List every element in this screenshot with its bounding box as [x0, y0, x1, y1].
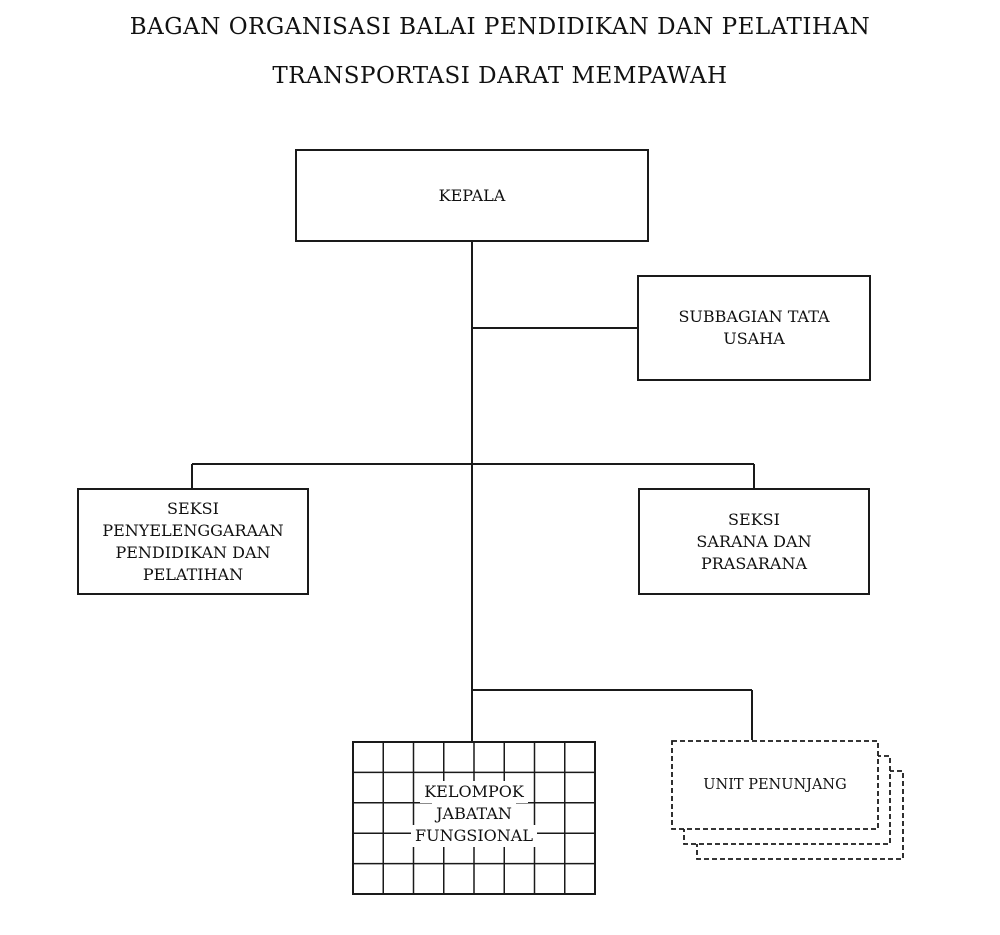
box-seksi-sarana: SEKSI SARANA DAN PRASARANA: [638, 488, 870, 595]
label-penyelenggaraan-3: PENDIDIKAN DAN: [115, 542, 271, 562]
chart-title-line-1: BAGAN ORGANISASI BALAI PENDIDIKAN DAN PE…: [129, 14, 871, 40]
box-kepala: KEPALA: [295, 149, 649, 242]
box-unit-penunjang: UNIT PENUNJANG: [672, 741, 878, 829]
label-kelompok-3: FUNGSIONAL: [411, 825, 537, 847]
label-kelompok-1: KELOMPOK: [420, 781, 528, 803]
label-sarana-2: SARANA DAN: [696, 531, 812, 551]
box-seksi-penyelenggaraan: SEKSI PENYELENGGARAAN PENDIDIKAN DAN PEL…: [77, 488, 309, 595]
label-unit-penunjang: UNIT PENUNJANG: [703, 777, 847, 793]
label-subbagian-2: USAHA: [723, 329, 785, 348]
label-kelompok-2: JABATAN: [432, 803, 516, 825]
chart-title-line-2: TRANSPORTASI DARAT MEMPAWAH: [272, 63, 728, 89]
label-penyelenggaraan-2: PENYELENGGARAAN: [102, 520, 284, 540]
label-subbagian-1: SUBBAGIAN TATA: [678, 307, 830, 326]
label-sarana-3: PRASARANA: [700, 553, 808, 573]
label-sarana-1: SEKSI: [728, 509, 780, 529]
label-penyelenggaraan-4: PELATIHAN: [142, 564, 244, 584]
box-kelompok-jabatan-fungsional: KELOMPOK JABATAN FUNGSIONAL: [352, 781, 596, 847]
box-subbagian-tata-usaha: SUBBAGIAN TATA USAHA: [637, 275, 871, 381]
unit-card-front: [671, 740, 879, 830]
unit-penunjang-stack: [671, 740, 904, 860]
label-kepala: KEPALA: [438, 185, 506, 205]
label-penyelenggaraan-1: SEKSI: [167, 498, 219, 518]
